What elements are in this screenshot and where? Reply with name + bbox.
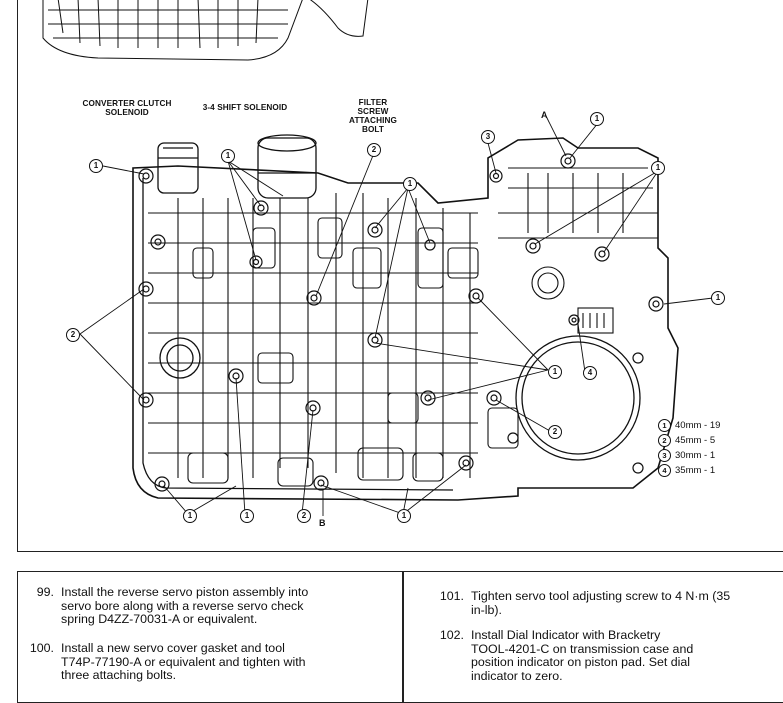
step-99: 99. Install the reverse servo piston ass… xyxy=(18,585,309,627)
step-line: Tighten servo tool adjusting screw to 4 … xyxy=(471,589,731,603)
servo-cover xyxy=(515,335,641,461)
valve-body-diagram-panel: CONVERTER CLUTCH SOLENOID 3-4 SHIFT SOLE… xyxy=(17,0,783,552)
valve-body-illustration xyxy=(42,0,714,516)
step-line: position indicator on piston pad. Set di… xyxy=(471,655,691,670)
step-line: three attaching bolts. xyxy=(61,668,177,683)
callout-2: 2 xyxy=(548,425,562,439)
reference-letter-b: B xyxy=(319,518,326,528)
callout-1: 1 xyxy=(651,161,665,175)
callout-1: 1 xyxy=(590,112,604,126)
step-number: 102. xyxy=(439,628,464,642)
step-number: 101. xyxy=(439,589,464,603)
callout-1: 1 xyxy=(221,149,235,163)
valve-body-outline xyxy=(132,137,679,501)
step-text: Tighten servo tool adjusting screw to 4 … xyxy=(471,589,731,617)
converter-clutch-solenoid-label: CONVERTER CLUTCH SOLENOID xyxy=(82,99,172,117)
step-text: Install Dial Indicator with Bracketry TO… xyxy=(471,628,694,683)
callout-1: 1 xyxy=(240,509,254,523)
callout-2: 2 xyxy=(367,143,381,157)
step-line: indicator to zero. xyxy=(471,668,563,683)
callout-2: 2 xyxy=(66,328,80,342)
legend-text: 30mm - 1 xyxy=(675,450,716,461)
callout-1: 1 xyxy=(89,159,103,173)
step-number: 100. xyxy=(29,641,54,655)
step-line: in-lb). xyxy=(471,602,502,617)
step-number: 99. xyxy=(36,585,54,599)
step-101: 101. Tighten servo tool adjusting screw … xyxy=(428,589,731,617)
step-100: 100. Install a new servo cover gasket an… xyxy=(18,641,306,683)
legend-text: 35mm - 1 xyxy=(675,465,716,476)
leader-lines xyxy=(79,115,714,516)
step-line: Install Dial Indicator with Bracketry xyxy=(471,628,661,642)
callout-3: 3 xyxy=(481,130,495,144)
callout-2: 2 xyxy=(297,509,311,523)
bolt-length-legend: 1 40mm - 19 2 45mm - 5 3 30mm - 1 4 35mm - 1 xyxy=(658,418,720,478)
callout-4: 4 xyxy=(583,366,597,380)
legend-text: 40mm - 19 xyxy=(675,420,721,431)
bolt-heads xyxy=(138,153,664,492)
callout-1: 1 xyxy=(548,365,562,379)
step-line: Install the reverse servo piston assembl… xyxy=(61,585,309,599)
step-line: spring D4ZZ-70031-A or equivalent. xyxy=(61,612,258,627)
callout-1: 1 xyxy=(711,291,725,305)
upper-assembly-sketch xyxy=(42,0,369,61)
step-text: Install the reverse servo piston assembl… xyxy=(61,585,309,627)
legend-marker-1: 1 xyxy=(658,419,671,432)
filter-screw-bolt-label: FILTER SCREW ATTACHING BOLT xyxy=(349,98,397,134)
callout-1: 1 xyxy=(397,509,411,523)
legend-row: 4 35mm - 1 xyxy=(658,463,720,478)
step-line: T74P-77190-A or equivalent and tighten w… xyxy=(61,654,306,669)
legend-row: 3 30mm - 1 xyxy=(658,448,720,463)
callout-1: 1 xyxy=(183,509,197,523)
step-102: 102. Install Dial Indicator with Bracket… xyxy=(428,628,694,683)
step-line: servo bore along with a reverse servo ch… xyxy=(61,598,304,613)
legend-row: 1 40mm - 19 xyxy=(658,418,720,433)
step-line: TOOL-4201-C on transmission case and xyxy=(471,641,694,656)
reference-letter-a: A xyxy=(541,110,548,120)
step-line: Install a new servo cover gasket and too… xyxy=(61,641,285,655)
callout-1: 1 xyxy=(403,177,417,191)
shift-solenoid-shape xyxy=(257,134,317,199)
converter-clutch-solenoid-shape xyxy=(157,142,199,194)
legend-marker-3: 3 xyxy=(658,449,671,462)
instructions-right-column: 101. Tighten servo tool adjusting screw … xyxy=(403,571,783,703)
step-text: Install a new servo cover gasket and too… xyxy=(61,641,306,683)
legend-row: 2 45mm - 5 xyxy=(658,433,720,448)
legend-marker-2: 2 xyxy=(658,434,671,447)
instructions-left-column: 99. Install the reverse servo piston ass… xyxy=(17,571,403,703)
legend-marker-4: 4 xyxy=(658,464,671,477)
shift-solenoid-label: 3-4 SHIFT SOLENOID xyxy=(202,103,288,112)
legend-text: 45mm - 5 xyxy=(675,435,716,446)
